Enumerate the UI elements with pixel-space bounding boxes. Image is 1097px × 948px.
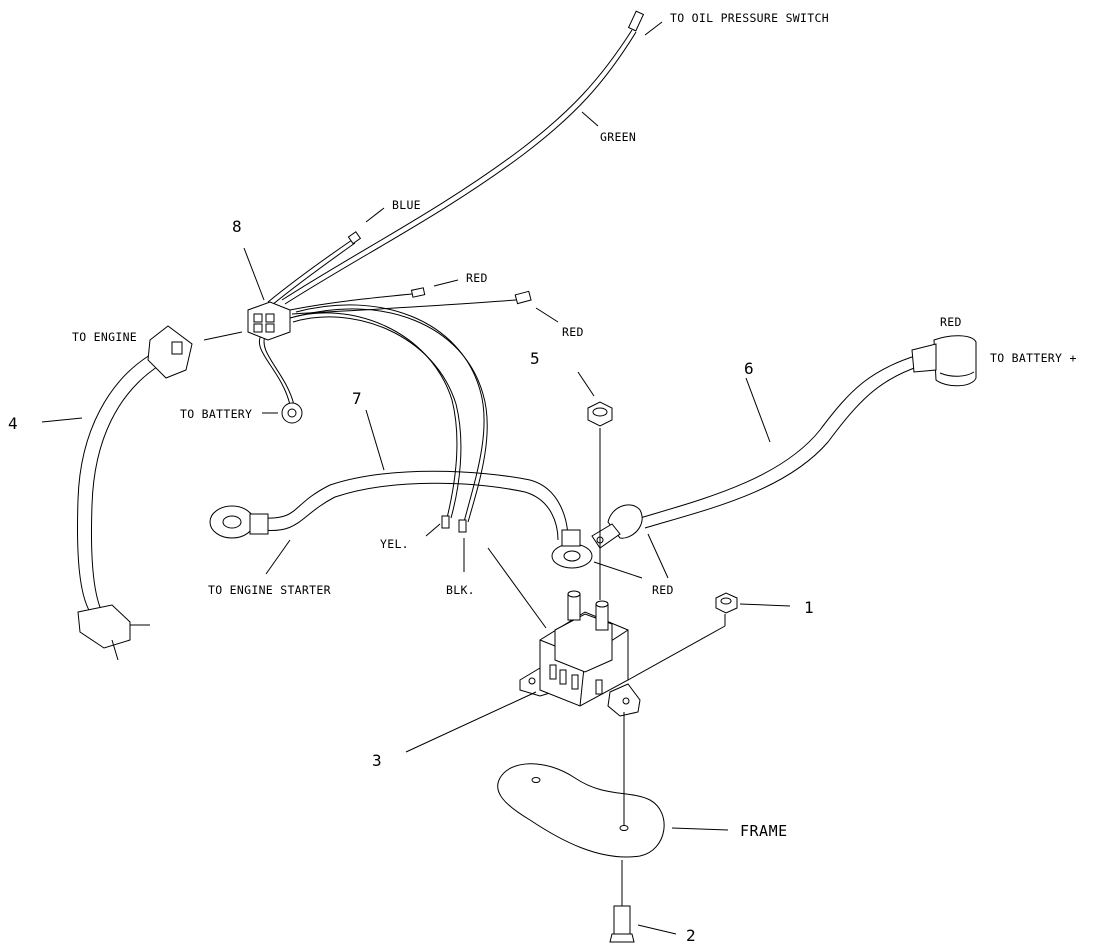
battery-wire-b <box>263 333 295 406</box>
callout-6: 6 <box>744 359 754 378</box>
label-blk: BLK. <box>446 583 475 597</box>
label-red-top: RED <box>466 271 488 285</box>
nut-1 <box>715 592 738 614</box>
black-terminal <box>458 519 467 533</box>
red-wire-top <box>289 293 413 311</box>
callout-2: 2 <box>686 926 696 944</box>
callout-4: 4 <box>8 414 18 433</box>
solenoid-3 <box>519 590 641 717</box>
terminals <box>281 10 645 533</box>
label-to-engine: TO ENGINE <box>72 330 137 344</box>
bolt-2 <box>609 905 635 943</box>
label-yel: YEL. <box>380 537 409 551</box>
label-green: GREEN <box>600 130 636 144</box>
battery-cable-6 <box>591 335 977 549</box>
black-wire <box>295 304 485 523</box>
label-to-battery-plus: TO BATTERY + <box>990 351 1077 365</box>
battery-wire <box>259 333 291 406</box>
yellow-wire-b <box>292 316 462 519</box>
green-wire-2 <box>284 31 637 305</box>
harness-wires <box>259 29 637 523</box>
label-to-oil-pressure-switch: TO OIL PRESSURE SWITCH <box>670 11 829 25</box>
engine-harness-4 <box>77 325 193 661</box>
blue-wire-2 <box>271 242 356 306</box>
label-red-mid: RED <box>562 325 584 339</box>
yellow-wire <box>289 312 458 519</box>
assembly-lines <box>599 428 726 906</box>
callout-5: 5 <box>530 349 540 368</box>
label-red-battery: RED <box>940 315 962 329</box>
label-to-battery: TO BATTERY <box>180 407 252 421</box>
yellow-terminal <box>441 515 450 529</box>
frame-plate <box>497 763 665 858</box>
blue-wire <box>267 239 353 303</box>
callout-8: 8 <box>232 217 242 236</box>
callout-7: 7 <box>352 389 362 408</box>
nut-5 <box>587 401 613 427</box>
leader-lines <box>41 21 791 935</box>
callout-1: 1 <box>804 598 814 617</box>
label-blue: BLUE <box>392 198 421 212</box>
black-wire-b <box>297 308 488 523</box>
starter-cable-7 <box>209 470 593 569</box>
connector-8 <box>247 301 291 341</box>
label-red-solenoid: RED <box>652 583 674 597</box>
callout-3: 3 <box>372 751 382 770</box>
label-to-engine-starter: TO ENGINE STARTER <box>208 583 331 597</box>
red-wire-right <box>291 299 517 315</box>
green-wire <box>281 29 633 301</box>
label-frame: FRAME <box>740 822 788 840</box>
